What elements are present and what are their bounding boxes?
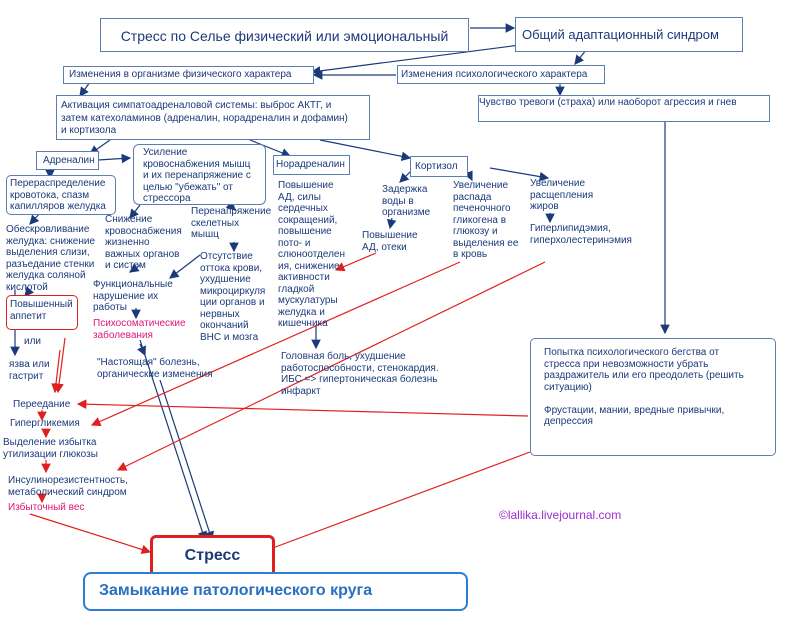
arrow-psychosomatic-to-stress <box>139 339 207 542</box>
node-psych-changes: Изменения психологического характера <box>397 65 605 84</box>
node-increased-appetite-label: Повышенный аппетит <box>10 299 73 322</box>
node-vicious-circle: Замыкание патологического круга <box>83 572 468 611</box>
node-sympathoadrenal-label: Активация симпатоадреналовой системы: вы… <box>61 100 348 136</box>
node-redistribution-label: Перераспределение кровотока, спазм капил… <box>10 178 106 212</box>
node-muscle-strain: Перенапряжение скелетных мышц <box>191 206 272 240</box>
node-excess-weight: Избыточный вес <box>8 502 85 513</box>
node-blood-supply-up-label: Усиление кровоснабжения мышц и их перена… <box>143 147 251 204</box>
arrow-weight-to-stress <box>29 513 152 555</box>
arrow-blood-to-reduced <box>129 204 141 219</box>
node-fat-breakdown: Увеличение расщепления жиров <box>530 178 594 212</box>
node-reduced-blood-supply: Снижение кровоснабжения жизненно важных … <box>105 214 182 271</box>
node-insulin-resistance: Инсулинорезистентность, метаболический с… <box>8 475 128 498</box>
node-psych-escape: Попытка психологического бегства от стре… <box>530 338 776 456</box>
arrow-reduced-to-functional <box>129 263 141 273</box>
node-sympathoadrenal: Активация симпатоадреналовой системы: вы… <box>56 95 370 140</box>
arrow-cortisol-to-glycogen <box>463 170 473 182</box>
node-blood-outflow: Отсутствие оттока крови, ухудшение микро… <box>200 251 266 343</box>
arrow-outflow-to-functional <box>169 254 201 279</box>
arrow-appetite-to-overeating <box>54 337 66 394</box>
node-psychosomatic: Психосоматические заболевания <box>93 318 186 341</box>
node-noradrenaline: Норадреналин <box>273 155 350 175</box>
node-blood-supply-up: Усиление кровоснабжения мышц и их перена… <box>133 144 266 205</box>
node-vicious-circle-label: Замыкание патологического круга <box>99 582 373 599</box>
node-cortisol-label: Кортизол <box>415 161 458 172</box>
arrow-glycogen-to-hyperglycemia <box>90 261 461 426</box>
node-physical-changes-label: Изменения в организме физического характ… <box>69 69 292 80</box>
node-psych-escape-label: Попытка психологического бегства от стре… <box>544 347 744 427</box>
arrow-ulcer-to-overeating <box>51 349 61 394</box>
node-glycogen: Увеличение распада печеночного гликогена… <box>453 180 519 260</box>
node-overeating: Переедание <box>13 399 71 410</box>
arrow-activation-to-noradrenaline <box>249 139 292 158</box>
node-anxiety: Чувство тревоги (страха) или наоборот аг… <box>478 95 770 122</box>
node-heart-rate: Повышение АД, силы сердечных сокращений,… <box>278 180 345 329</box>
node-functional-disorder: Функциональные нарушение их работы <box>93 279 173 313</box>
red-connector-lines <box>29 252 546 555</box>
node-adrenaline: Адреналин <box>36 151 99 170</box>
node-ulcer-gastritis: язва или гастрит <box>9 359 50 382</box>
node-glucose-excess: Выделение избытка утилизации глюкозы <box>3 437 98 460</box>
arrow-gas-to-physical <box>310 44 521 76</box>
arrow-bp-to-heart <box>334 252 377 272</box>
arrow-cortisol-to-fat <box>489 167 550 182</box>
node-or: или <box>24 336 42 347</box>
node-real-diseases: "Настоящая" болезнь, органические измене… <box>97 357 213 380</box>
node-physical-changes: Изменения в организме физического характ… <box>63 66 314 84</box>
node-stress-final: Стресс <box>150 535 275 577</box>
node-increased-appetite: Повышенный аппетит <box>6 295 78 330</box>
node-general-adaptation: Общий адаптационный синдром <box>515 17 743 52</box>
arrow-cortisol-to-water <box>399 171 411 183</box>
node-general-adaptation-label: Общий адаптационный синдром <box>522 27 719 42</box>
node-adrenaline-label: Адреналин <box>43 155 95 166</box>
arrow-adrenaline-to-blood <box>97 153 132 164</box>
node-dehydration-stomach: Обескровливание желудка: снижение выделе… <box>6 224 95 293</box>
node-stress-selye: Стресс по Селье физический или эмоционал… <box>100 18 469 52</box>
arrow-blood-to-strain <box>225 200 236 211</box>
node-stress-final-label: Стресс <box>184 547 241 564</box>
node-water-retention: Задержка воды в организме <box>382 184 431 218</box>
node-headache: Головная боль, ухудшение работоспособнос… <box>281 351 439 397</box>
node-anxiety-label: Чувство тревоги (страха) или наоборот аг… <box>479 97 737 108</box>
node-cortisol: Кортизол <box>410 156 468 177</box>
arrow-water-to-bp <box>386 217 397 230</box>
node-psych-changes-label: Изменения психологического характера <box>401 69 588 80</box>
node-hyperlipidemia: Гиперлипидэмия, гиперхолестеринэмия <box>530 223 632 246</box>
arrow-activation-to-cortisol <box>319 139 412 162</box>
arrow-hyperlipid-to-glucose <box>116 261 546 471</box>
node-bp-edema: Повышение АД, отеки <box>362 230 418 253</box>
node-hyperglycemia: Гипергликемия <box>10 418 80 429</box>
node-noradrenaline-label: Норадреналин <box>276 159 345 170</box>
arrow-escape-to-stress <box>260 451 531 554</box>
arrow-real-to-stress <box>159 379 214 542</box>
blue-connector-lines <box>10 23 670 542</box>
node-stress-selye-label: Стресс по Селье физический или эмоционал… <box>120 28 449 44</box>
arrow-psychescape-to-overeating <box>76 399 529 417</box>
copyright-text: ©lallika.livejournal.com <box>499 508 622 522</box>
arrow-physical-to-activation <box>79 81 91 97</box>
node-redistribution: Перераспределение кровотока, спазм капил… <box>6 175 116 215</box>
